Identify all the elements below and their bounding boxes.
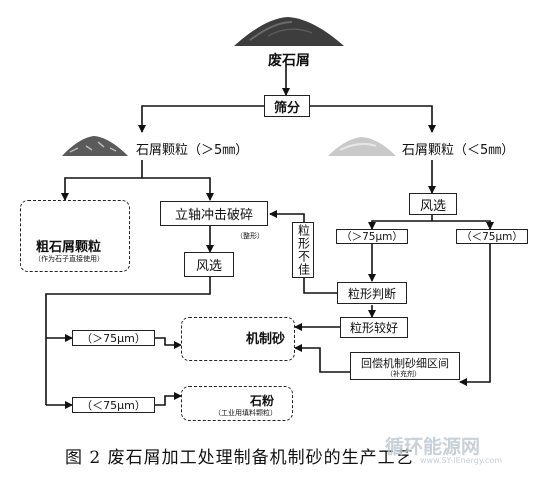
coarse-particles-pile-image [62,136,128,156]
coarse-gravel-label: 粗石屑颗粒 [36,240,102,255]
gt75-right-box: （＞75μm） [336,229,408,244]
coarse-gravel-note: （作为石子直接使用） [34,255,104,263]
lt75-right-box: （＜75μm） [456,229,528,244]
stone-powder-box [181,386,293,421]
poor-shape-box: 粒形不佳 [292,222,314,278]
waste-chips-pile-image [234,17,344,46]
stone-powder-label: 石粉 [250,394,275,408]
screening-box: 筛分 [264,95,310,117]
watermark-logo: 循环能源网 [385,436,481,458]
waste-chips-label: 废石屑 [268,53,310,69]
coarse-gravel-box [20,200,130,272]
stone-powder-note: （工业用填料颗粒） [214,409,277,417]
machine-sand-label: 机制砂 [246,332,286,347]
lt75-left-box: （＜75μm） [72,397,155,413]
shape-judge-box: 粒形判断 [337,282,407,304]
good-shape-box: 粒形较好 [340,317,408,338]
fine-supplement-label: 回偿机制砂细区间 [361,357,449,370]
fine-particles-label: 石屑颗粒（＜5㎜） [402,143,515,158]
vsi-crusher-box: 立轴冲击破碎 [160,201,268,226]
shaping-note: （整形） [236,232,264,240]
figure-caption: 图 2 废石屑加工处理制备机制砂的生产工艺 [65,448,414,468]
air-separation-right-box: 风选 [409,193,457,215]
coarse-particles-label: 石屑颗粒（＞5㎜） [136,143,249,158]
machine-sand-box [181,317,295,361]
gt75-left-box: （＞75μm） [72,330,155,346]
watermark-url: www.SY-iEnergy.com [420,456,503,465]
fine-supplement-box: 回偿机制砂细区间 [350,352,460,380]
poor-shape-label: 粒形不佳 [296,224,311,276]
fine-supplement-note: （补充剂） [386,370,421,378]
air-separation-left-box: 风选 [184,252,234,277]
fine-particles-pile-image [328,137,396,156]
